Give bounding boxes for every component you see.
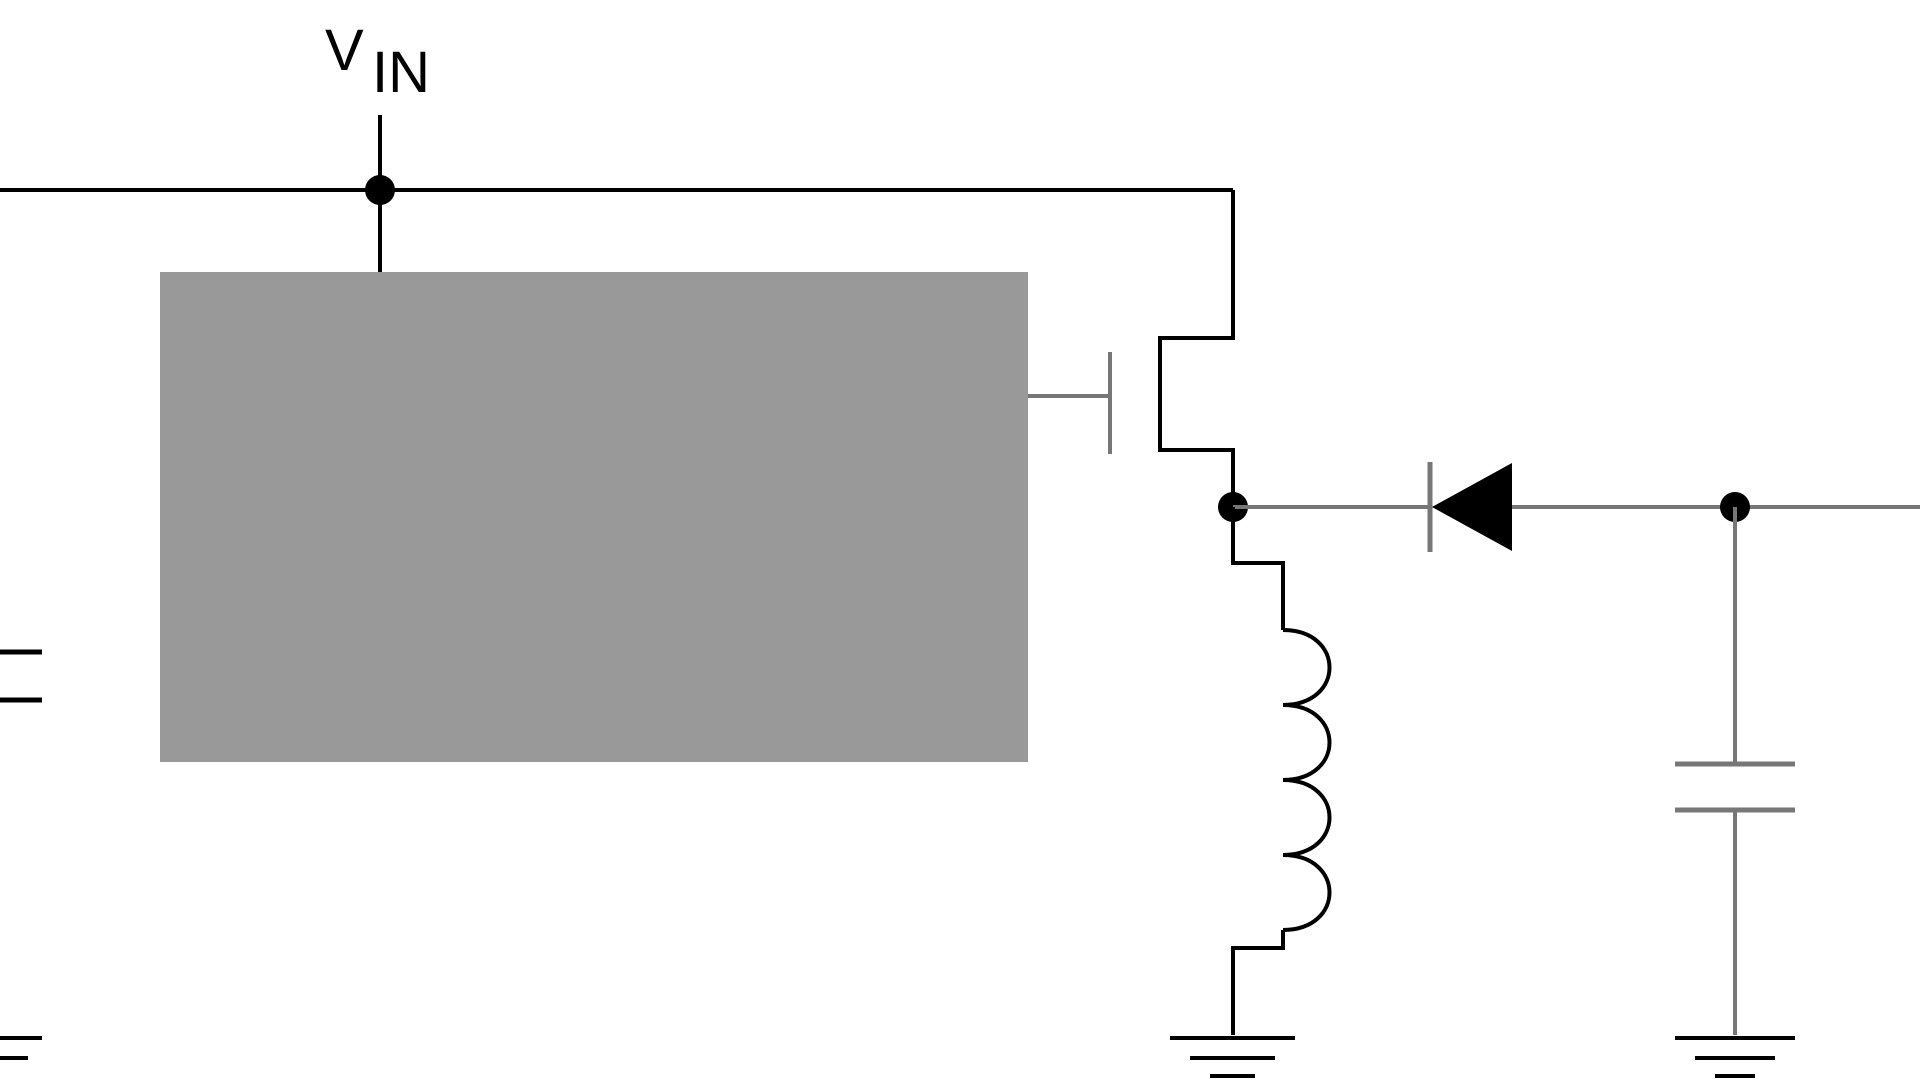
controller-block	[160, 272, 1028, 762]
diode-triangle	[1432, 463, 1512, 551]
vin-label-subscript: IN	[372, 40, 430, 105]
inductor-coil	[1282, 628, 1332, 932]
inductor-top-lead	[1231, 507, 1285, 630]
inductor-bottom-lead	[1231, 930, 1285, 1035]
vin-label: V	[325, 18, 364, 83]
mosfet-drain	[1158, 190, 1235, 507]
